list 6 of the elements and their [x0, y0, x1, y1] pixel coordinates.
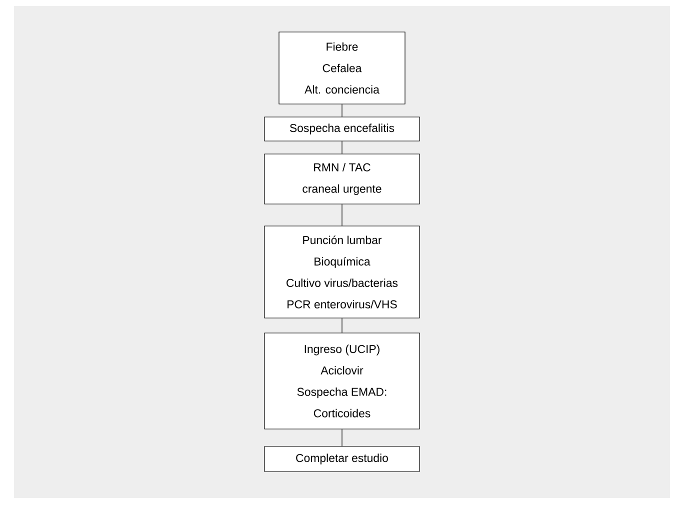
process-box: Sospecha encefalitis: [264, 116, 420, 142]
process-box: RMN / TAC craneal urgente: [264, 154, 420, 204]
process-box: Punción lumbar Bioquímica Cultivo virus/bacterias PCR enterovirus/VHS: [264, 226, 420, 318]
process-box: Ingreso (UCIP) Aciclovir Sospecha EMAD: Corticoides: [264, 332, 420, 430]
process-box: Fiebre Cefalea Alt. conciencia: [278, 32, 406, 104]
process-box: Completar estudio: [264, 446, 420, 472]
